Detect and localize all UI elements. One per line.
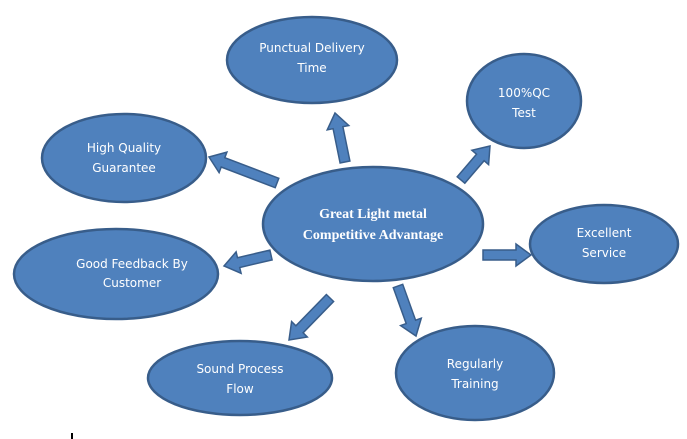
node-label-line-2: Guarantee [92,161,156,175]
arrow-to-punctual-delivery-time [325,111,351,164]
node-label-line-2: Time [296,61,326,75]
center-node-line-2: Competitive Advantage [303,228,443,243]
arrow-to-high-quality-guarantee [207,150,280,189]
center-node-line-1: Great Light metal [319,207,427,222]
node-label-line-2: Customer [103,276,161,290]
node-high-quality-guarantee: High Quality Guarantee [40,112,208,204]
center-node-shape [261,165,485,283]
arrow-to-sound-process-flow [288,293,335,341]
node-label-line-2: Training [450,377,498,391]
node-shape [394,324,556,422]
arrow-to-100-qc-test [456,145,491,185]
node-excellent-service: Excellent Service [528,203,680,285]
node-100-qc-test: 100%QC Test [465,52,583,150]
node-shape [146,339,334,417]
node-punctual-delivery-time: Punctual Delivery Time [225,15,399,105]
node-good-feedback-by-customer: Good Feedback By Customer [12,227,220,321]
node-shape [40,112,208,204]
arrows [207,111,533,341]
node-label-line-2: Flow [226,382,254,396]
node-label-line-1: Regularly [447,357,503,371]
node-label-line-2: Test [511,106,536,120]
node-shape [465,52,583,150]
arrow-to-regularly-training [392,283,423,338]
node-label-line-2: Service [582,246,626,260]
text-cursor-mark [71,433,73,439]
arrow-to-good-feedback-by-customer [222,249,273,275]
arrow-to-excellent-service [482,242,533,268]
node-sound-process-flow: Sound Process Flow [146,339,334,417]
node-label-line-1: High Quality [87,141,161,155]
node-label-line-1: Sound Process [196,362,283,376]
node-label-line-1: Excellent [577,226,632,240]
node-shape [225,15,399,105]
node-regularly-training: Regularly Training [394,324,556,422]
node-shape [12,227,220,321]
node-shape [528,203,680,285]
node-label-line-1: Punctual Delivery [259,41,364,55]
node-label-line-1: 100%QC [498,86,550,100]
center-node: Great Light metal Competitive Advantage [261,165,485,283]
node-label-line-1: Good Feedback By [76,257,188,271]
